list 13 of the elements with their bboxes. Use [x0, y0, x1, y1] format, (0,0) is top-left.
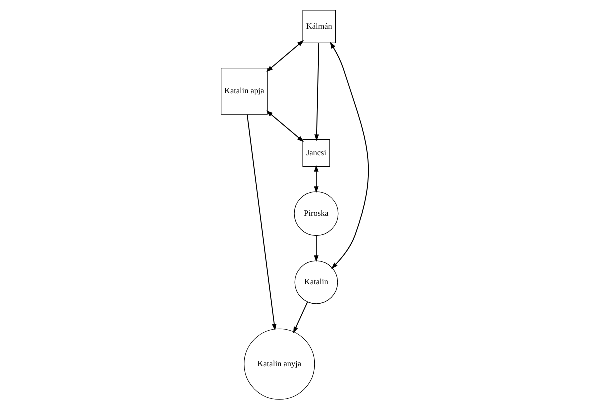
arrow: [314, 165, 319, 194]
arrow: [266, 110, 304, 142]
arrow: [246, 114, 277, 331]
node-box: Jancsi: [302, 140, 330, 168]
arrow: [293, 302, 308, 334]
node-circle: Piroska: [294, 192, 339, 236]
node-box: Kálmán: [302, 10, 336, 44]
node-circle: Katalin anyja: [244, 328, 316, 400]
arrow: [314, 236, 319, 262]
node-box: Katalin apja: [221, 68, 268, 115]
arrow: [314, 42, 320, 142]
arrow: [266, 40, 304, 72]
arrow: [330, 42, 369, 270]
